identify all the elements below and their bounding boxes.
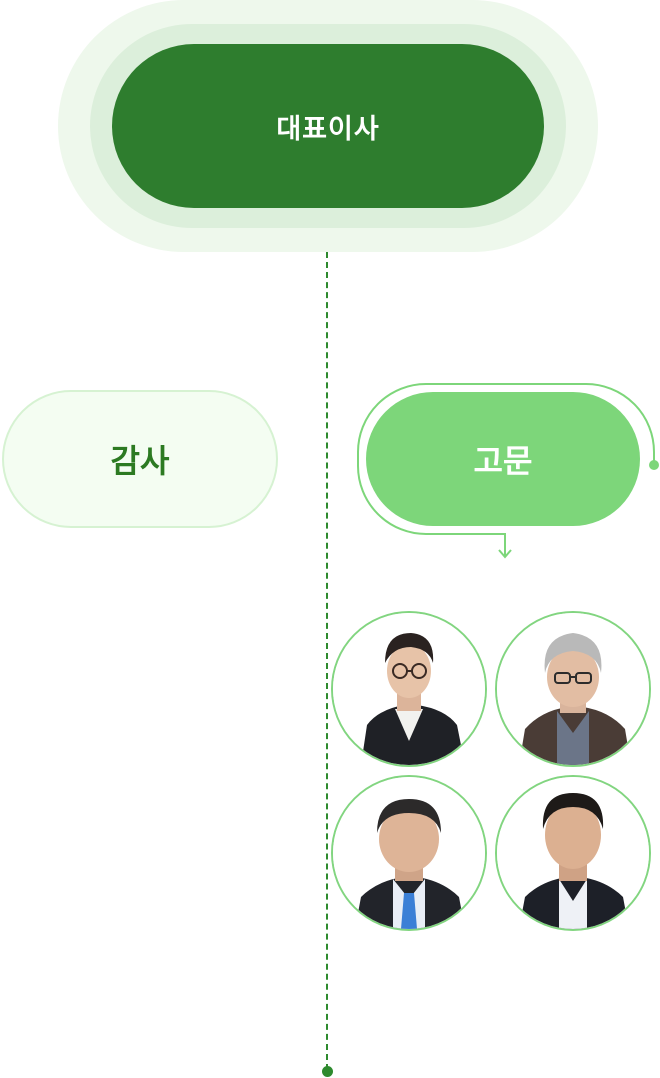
advisor-node: 고문	[366, 392, 640, 526]
advisor-label: 고문	[473, 442, 533, 480]
advisor-portrait-4	[495, 775, 651, 931]
ceo-node: 대표이사	[112, 44, 544, 208]
person-portrait-icon	[497, 613, 649, 765]
auditor-node: 감사	[2, 390, 278, 528]
connector-end-dot	[322, 1066, 333, 1077]
person-portrait-icon	[333, 777, 485, 929]
main-connector-line	[326, 252, 328, 1070]
advisor-portrait-2	[495, 611, 651, 767]
person-portrait-icon	[497, 777, 649, 929]
person-portrait-icon	[333, 613, 485, 765]
advisor-portrait-1	[331, 611, 487, 767]
ceo-label: 대표이사	[276, 113, 380, 145]
advisor-portrait-3	[331, 775, 487, 931]
advisor-outline-dot	[649, 460, 659, 470]
auditor-label: 감사	[110, 442, 170, 480]
